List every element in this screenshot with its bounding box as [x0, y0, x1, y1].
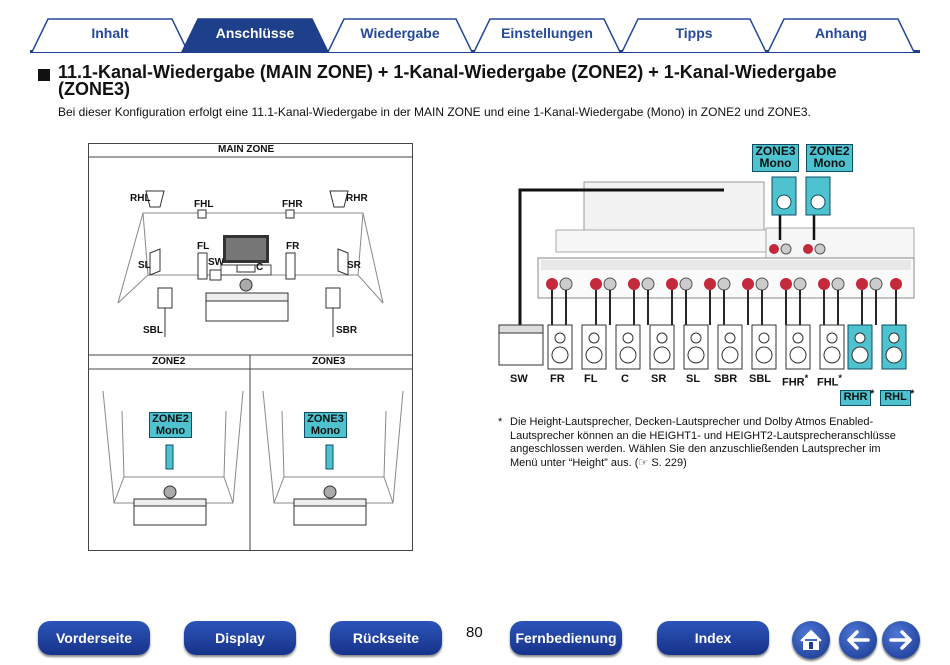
heading-bullet-icon: [38, 69, 50, 81]
label-zone2-header: ZONE2: [152, 356, 186, 367]
fernbedienung-button[interactable]: Fernbedienung: [510, 621, 622, 655]
tab-anhang-label: Anhang: [814, 25, 868, 41]
label-rhl: RHL: [130, 193, 151, 204]
footnote-line4-text: Menü unter “Height” aus.: [510, 456, 632, 469]
page-number: 80: [466, 624, 483, 641]
zone2-mono-line1: ZONE2: [152, 413, 189, 425]
tab-anschluesse[interactable]: Anschlüsse: [180, 18, 330, 52]
rhr-label-box: RHR: [840, 390, 871, 406]
tab-inhalt-label: Inhalt: [91, 25, 129, 41]
arrow-right-icon: [889, 630, 912, 650]
label-fr: FR: [286, 241, 300, 252]
back-button[interactable]: [839, 621, 877, 659]
speaker-label-sl: SL: [686, 373, 701, 385]
rhr-star: *: [870, 388, 875, 400]
speaker-label-sr: SR: [651, 373, 667, 385]
page-title-line2: (ZONE3): [58, 79, 130, 99]
fhl-star: *: [838, 373, 842, 383]
tab-tipps[interactable]: Tipps: [620, 18, 768, 52]
page-title-line1: 11.1-Kanal-Wiedergabe (MAIN ZONE) + 1-Ka…: [58, 62, 837, 82]
wiring-zone2-line2: Mono: [813, 156, 846, 170]
home-icon: [800, 629, 822, 650]
page-reference-icon: ☞: [638, 456, 649, 469]
footnote-line4: Menü unter “Height” aus. (☞ S. 229): [510, 456, 687, 469]
speaker-label-fl: FL: [584, 373, 598, 385]
page-reference-link[interactable]: S. 229: [651, 456, 684, 469]
label-fhr: FHR: [282, 199, 303, 210]
speaker-label-sbl: SBL: [749, 373, 771, 385]
label-fhl: FHL: [194, 199, 214, 210]
label-c: C: [256, 262, 264, 273]
zone3-mono-box: ZONE3 Mono: [304, 412, 347, 438]
rueckseite-button[interactable]: Rückseite: [330, 621, 442, 655]
label-sw: SW: [208, 257, 225, 268]
home-button[interactable]: [792, 621, 830, 659]
tab-anhang[interactable]: Anhang: [766, 18, 916, 52]
index-button[interactable]: Index: [657, 621, 769, 655]
wiring-zone2-box: ZONE2 Mono: [806, 144, 853, 172]
footnote-line2: Lautsprecher können an die HEIGHT1- und …: [510, 429, 896, 442]
speaker-label-fhl-text: FHL: [817, 376, 839, 389]
speaker-label-fhr: FHR*: [782, 373, 808, 389]
label-sl: SL: [138, 260, 151, 271]
tab-wiedergabe-label: Wiedergabe: [360, 25, 440, 41]
footnote-line1: Die Height-Lautsprecher, Decken-Lautspre…: [510, 416, 874, 428]
footnote-line3: angeschlossen werden. Wählen Sie den anz…: [510, 443, 881, 455]
forward-button[interactable]: [882, 621, 920, 659]
arrow-left-icon: [847, 630, 870, 650]
speaker-label-fhr-text: FHR: [782, 376, 805, 389]
intro-text: Bei dieser Konfiguration erfolgt eine 11…: [58, 105, 811, 119]
footnote-star: *: [498, 416, 503, 428]
tab-einstellungen[interactable]: Einstellungen: [472, 18, 622, 52]
wiring-zone3-line1: ZONE3: [755, 144, 796, 158]
display-button[interactable]: Display: [184, 621, 296, 655]
rhl-label-box: RHL: [880, 390, 911, 406]
speaker-label-sbr: SBR: [714, 373, 738, 385]
wiring-zone2-line1: ZONE2: [809, 144, 850, 158]
label-main-zone: MAIN ZONE: [218, 144, 275, 155]
label-fl: FL: [197, 241, 210, 252]
wiring-zone3-box: ZONE3 Mono: [752, 144, 799, 172]
room-diagram: [88, 143, 413, 551]
rhr-label: RHR: [843, 391, 868, 403]
rhl-label: RHL: [884, 391, 907, 403]
tab-wiedergabe[interactable]: Wiedergabe: [326, 18, 474, 52]
speaker-label-c: C: [621, 373, 629, 385]
speaker-label-fr: FR: [550, 373, 565, 385]
label-sbr: SBR: [336, 325, 358, 336]
speaker-label-sw: SW: [510, 373, 528, 385]
tab-inhalt[interactable]: Inhalt: [30, 18, 190, 52]
wiring-diagram: [498, 176, 915, 370]
label-sr: SR: [347, 260, 361, 271]
zone2-mono-box: ZONE2 Mono: [149, 412, 192, 438]
label-rhr: RHR: [346, 193, 368, 204]
tab-bar: Inhalt Anschlüsse Wiedergabe Einstellung…: [30, 18, 920, 52]
page-title: 11.1-Kanal-Wiedergabe (MAIN ZONE) + 1-Ka…: [58, 62, 918, 99]
fhr-star: *: [804, 373, 809, 383]
zone3-mono-line2: Mono: [310, 425, 341, 437]
wiring-zone3-line2: Mono: [759, 156, 792, 170]
zone2-mono-line2: Mono: [155, 425, 186, 437]
rhl-star: *: [910, 388, 915, 400]
vorderseite-button[interactable]: Vorderseite: [38, 621, 150, 655]
label-sbl: SBL: [143, 325, 163, 336]
footnote: * Die Height-Lautsprecher, Decken-Lautsp…: [498, 416, 918, 470]
tab-einstellungen-label: Einstellungen: [501, 25, 593, 41]
tab-tipps-label: Tipps: [675, 25, 713, 41]
zone3-mono-line1: ZONE3: [307, 413, 344, 425]
tab-anschluesse-label: Anschlüsse: [215, 25, 295, 41]
speaker-label-fhl: FHL*: [817, 373, 842, 389]
label-zone3-header: ZONE3: [312, 356, 346, 367]
